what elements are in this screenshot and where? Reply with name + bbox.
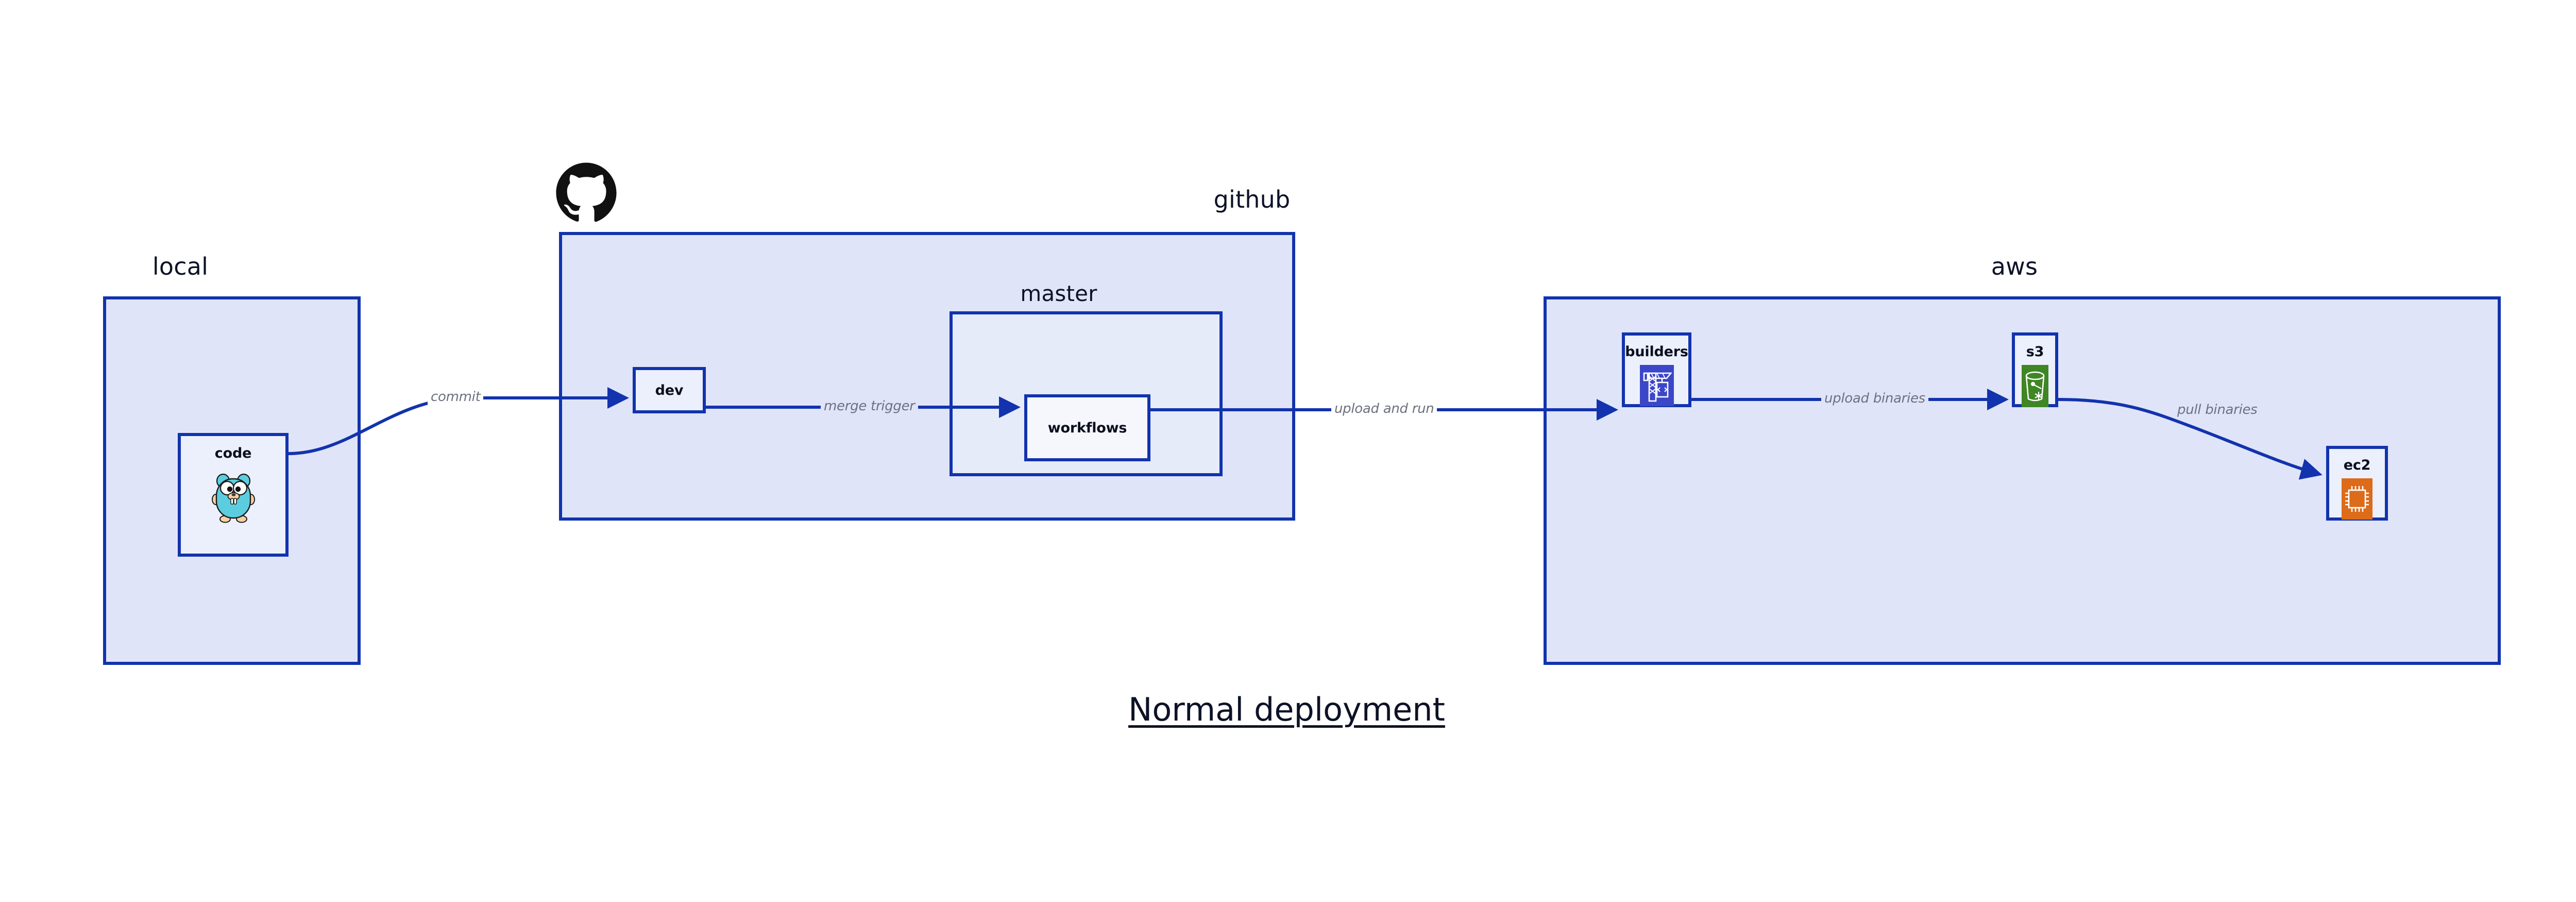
- edge-label-merge-trigger: merge trigger: [821, 398, 918, 414]
- group-label-aws: aws: [1991, 253, 2038, 280]
- group-label-local: local: [152, 253, 209, 280]
- edge-label-upload-and-run: upload and run: [1331, 401, 1437, 416]
- edge-label-commit: commit: [428, 389, 484, 405]
- diagram-title: Normal deployment: [1128, 691, 1445, 728]
- node-builders-label: builders: [1625, 344, 1688, 360]
- aws-ec2-chip-icon: [2342, 478, 2372, 522]
- edge-label-pull-binaries: pull binaries: [2174, 402, 2261, 417]
- node-ec2[interactable]: ec2: [2326, 446, 2388, 521]
- node-workflows[interactable]: workflows: [1024, 394, 1150, 461]
- go-gopher-icon: [211, 467, 256, 525]
- node-dev-label: dev: [655, 382, 684, 398]
- aws-builders-crane-icon: [1639, 365, 1674, 408]
- node-builders[interactable]: builders: [1622, 332, 1691, 407]
- group-label-master: master: [1020, 281, 1097, 306]
- edge-label-upload-binaries: upload binaries: [1821, 391, 1928, 406]
- node-dev[interactable]: dev: [633, 367, 706, 413]
- node-code[interactable]: code: [178, 433, 289, 557]
- aws-s3-bucket-icon: [2022, 365, 2048, 409]
- node-code-label: code: [214, 445, 252, 461]
- node-workflows-label: workflows: [1047, 420, 1127, 436]
- node-s3-label: s3: [2026, 344, 2044, 360]
- node-s3[interactable]: s3: [2012, 332, 2058, 407]
- node-ec2-label: ec2: [2343, 457, 2371, 473]
- github-octocat-icon: [555, 161, 618, 224]
- group-label-github: github: [1213, 186, 1291, 213]
